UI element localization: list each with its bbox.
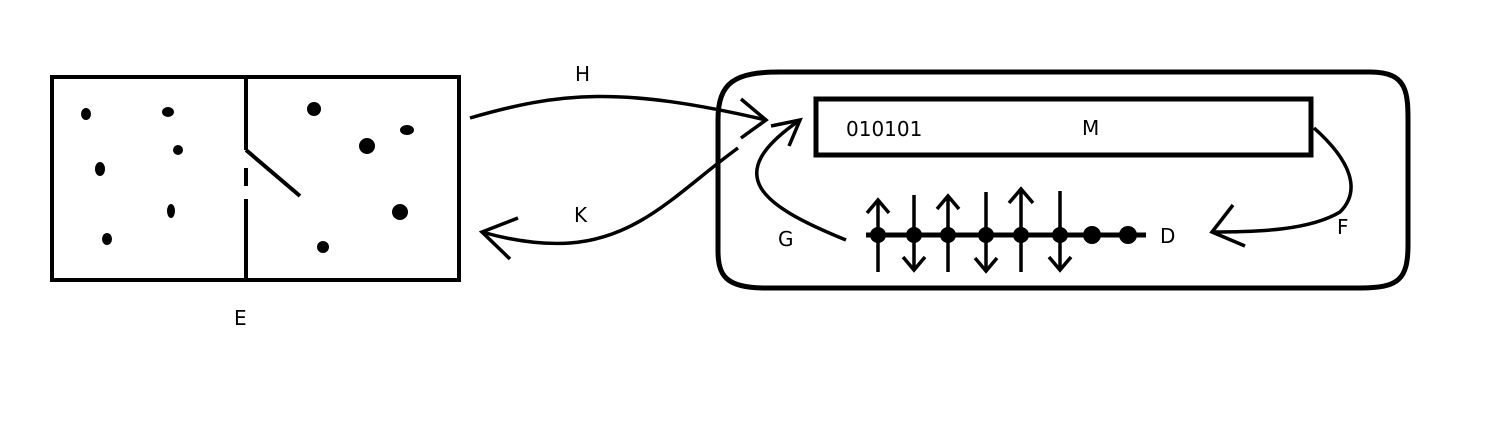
container-box-e [50, 75, 461, 282]
memory-register [813, 96, 1314, 158]
chain-node [906, 227, 922, 243]
register-binary-value: 010101 [846, 117, 922, 141]
particle [307, 102, 321, 116]
chain-node-unmeasured [1083, 226, 1101, 244]
label-g: G [778, 227, 794, 251]
label-k: K [574, 203, 588, 227]
chain-node [940, 227, 956, 243]
chain-node [1013, 227, 1029, 243]
chain-node [870, 227, 886, 243]
particle [392, 204, 408, 220]
arrowhead-f [1209, 203, 1246, 248]
label-d: D [1160, 224, 1175, 248]
particle [162, 107, 174, 117]
arrow-h [469, 94, 769, 140]
arrowhead-k [478, 216, 519, 261]
arrowhead-g [770, 117, 803, 147]
particle [173, 145, 183, 155]
particle [359, 138, 375, 154]
chain-node [1052, 227, 1068, 243]
label-f: F [1337, 215, 1349, 239]
label-m: M [1082, 116, 1099, 140]
chain-node-unmeasured [1119, 226, 1137, 244]
measurement-chain [865, 186, 1146, 274]
partition-door [244, 148, 302, 198]
arrowhead-h [739, 97, 769, 140]
demon-container [715, 69, 1411, 291]
particle [102, 233, 112, 245]
chain-node [978, 227, 994, 243]
left-chamber-particles [81, 107, 183, 245]
arrow-g [754, 117, 847, 242]
particle [317, 241, 329, 253]
arrow-f [1209, 126, 1353, 248]
particle [400, 125, 414, 135]
particle [95, 162, 105, 176]
arrow-k [478, 146, 740, 261]
label-h: H [575, 62, 590, 86]
particle [81, 108, 91, 120]
right-chamber-particles [307, 102, 414, 253]
label-e: E [234, 306, 247, 330]
particle [167, 204, 175, 218]
